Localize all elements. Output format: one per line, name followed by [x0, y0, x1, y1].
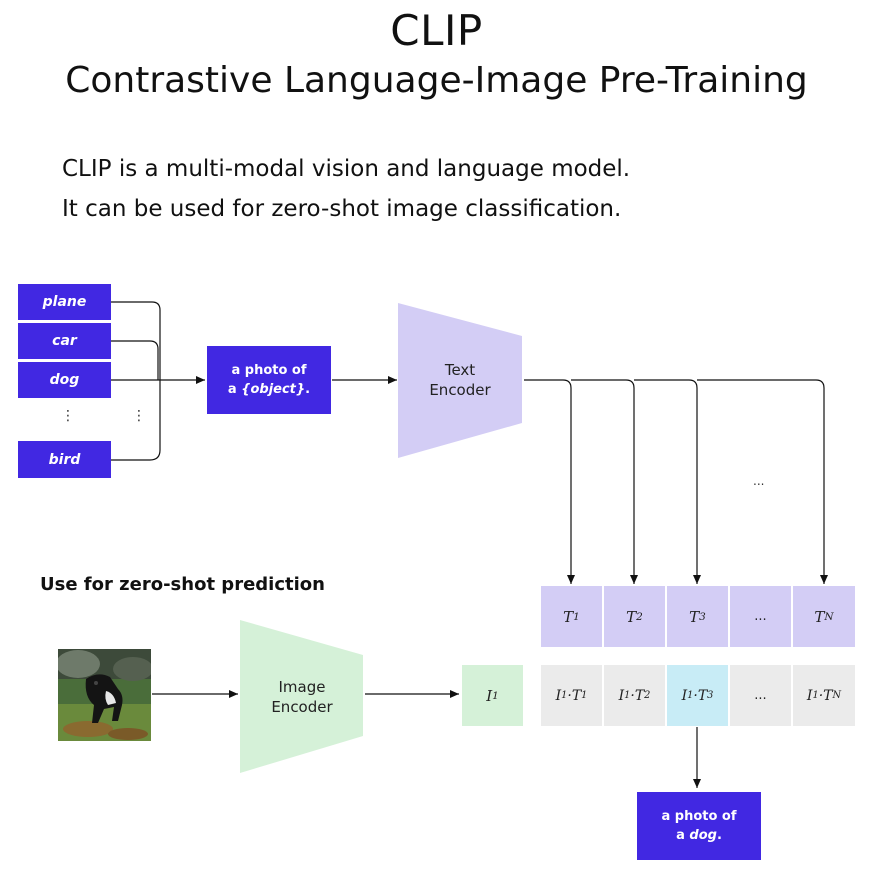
fanout-ellipsis: ... — [753, 474, 765, 488]
dog-photo — [58, 649, 151, 741]
section-heading: Use for zero-shot prediction — [40, 574, 325, 595]
connector-encoder-t1 — [524, 379, 575, 584]
prompt-template-box: a photo of a {object}. — [207, 346, 331, 414]
image-encoder-shape — [240, 620, 363, 773]
prompt-line-2: a {object}. — [227, 382, 311, 397]
label-ellipsis: ⋮ — [61, 408, 75, 424]
result-line-1: a photo of — [661, 809, 737, 824]
page-subtitle: Contrastive Language-Image Pre-Training — [65, 60, 808, 101]
text-encoder-shape — [398, 303, 522, 458]
connector-encoder-tn — [697, 379, 828, 584]
description-line-1: CLIP is a multi-modal vision and languag… — [62, 156, 631, 182]
label-plane: plane — [18, 284, 111, 320]
description-line-2: It can be used for zero-shot image class… — [62, 196, 622, 222]
connector-car — [111, 340, 159, 380]
connector-bird — [111, 380, 161, 461]
text-embedding-ellipsis: ... — [730, 586, 791, 647]
label-bird: bird — [18, 441, 111, 478]
result-line-2: a dog. — [676, 828, 722, 843]
label-dog: dog — [18, 362, 111, 398]
prompt-line-1: a photo of — [231, 363, 307, 378]
connector-encoder-t2 — [571, 379, 638, 584]
connector-encoder-t3 — [634, 379, 701, 584]
bracket-ellipsis: ⋮ — [132, 408, 146, 424]
connector-plane — [111, 301, 161, 380]
similarity-ellipsis: ... — [730, 665, 791, 726]
label-car: car — [18, 323, 111, 359]
page-title: CLIP — [390, 6, 483, 55]
prediction-result-box: a photo of a dog. — [637, 792, 761, 860]
